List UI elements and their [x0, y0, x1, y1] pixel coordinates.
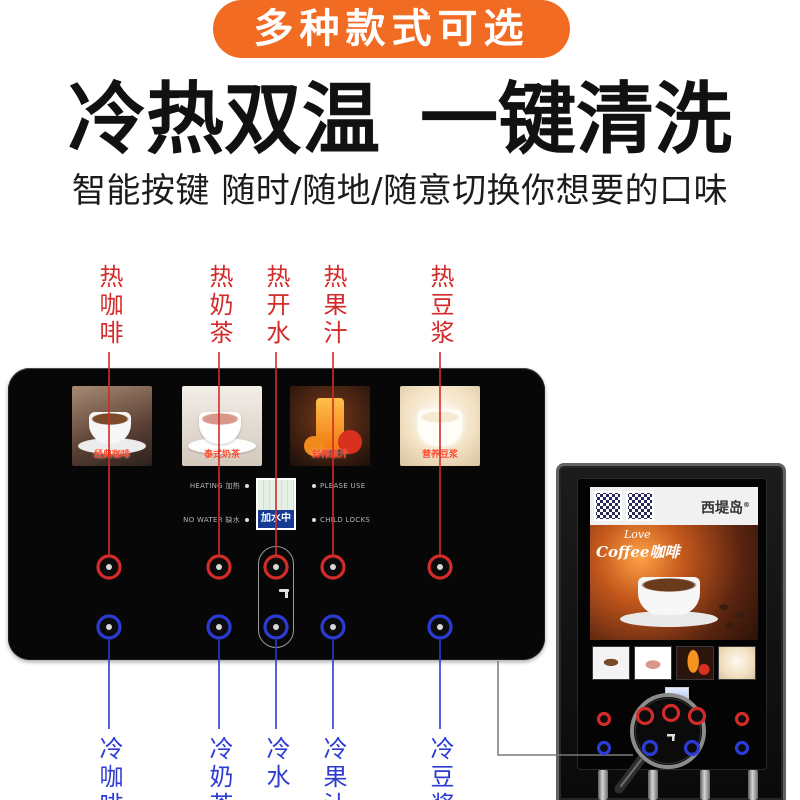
juice-glass-image: 鲜榨果汁	[290, 386, 370, 466]
machine-spout	[598, 770, 608, 800]
no-water-indicator-label: NO WATER 缺水	[183, 516, 240, 524]
please-use-indicator-label: PLEASE USE	[320, 482, 366, 490]
cold-milk-tea-label: 冷奶茶	[205, 736, 233, 800]
qr-code-icon	[594, 491, 622, 521]
faucet-icon	[279, 589, 289, 599]
child-locks-indicator-label: CHILD LOCKS	[320, 516, 371, 524]
machine-thumb-coffee	[592, 646, 630, 680]
child-lock-indicator-light	[312, 518, 316, 522]
registered-mark: ®	[743, 501, 750, 509]
hot-milk-tea-label: 热奶茶	[205, 264, 233, 348]
machine-brand-bar: 西堤岛®	[590, 487, 758, 525]
no-water-indicator-light	[245, 518, 249, 522]
status-display-lcd	[258, 480, 294, 510]
hot-water-label: 热开水	[262, 264, 290, 348]
product-caption: 鲜榨果汁	[311, 450, 348, 460]
headline-left: 冷热双温	[67, 75, 380, 165]
hot-soy-milk-label: 热豆浆	[426, 264, 454, 348]
machine-brand-name: 西堤岛®	[701, 497, 750, 517]
headline-right: 一键清洗	[420, 75, 733, 165]
product-caption: 营养豆浆	[421, 450, 458, 460]
headline: 冷热双温一键清洗	[0, 80, 800, 160]
hot-juice-label: 热果汁	[319, 264, 347, 348]
coffee-machine-photo: 西堤岛® Love Coffee咖啡	[556, 463, 786, 800]
heating-indicator-label: HEATING 加热	[189, 482, 240, 490]
machine-screen: Love Coffee咖啡	[590, 525, 758, 640]
brand-text: 西堤岛	[701, 500, 743, 517]
screen-script-text: Love	[624, 528, 651, 541]
status-display: 加水中	[256, 478, 296, 530]
screen-title-text: Coffee咖啡	[596, 543, 680, 561]
milk-tea-image: 泰式奶茶	[182, 386, 262, 466]
machine-spout	[700, 770, 710, 800]
heating-indicator-light	[245, 484, 249, 488]
cold-juice-label: 冷果汁	[319, 736, 347, 800]
machine-thumb-soy-milk	[718, 646, 756, 680]
product-caption: 泰式奶茶	[203, 450, 240, 460]
machine-thumb-milk-tea	[634, 646, 672, 680]
machine-spout	[648, 770, 658, 800]
cold-water-label: 冷水	[262, 736, 290, 792]
style-options-banner: 多种款式可选	[213, 0, 570, 58]
screen-coffee-beans	[716, 595, 756, 635]
machine-status-display	[665, 687, 689, 705]
soy-milk-image: 营养豆浆	[400, 386, 480, 466]
coffee-cup-image: 经典咖啡	[72, 386, 152, 466]
subheading: 智能按键 随时/随地/随意切换你想要的口味	[71, 171, 729, 211]
qr-code-icon	[626, 491, 654, 521]
machine-spout	[748, 770, 758, 800]
cold-coffee-label: 冷咖啡	[95, 736, 123, 800]
product-caption: 经典咖啡	[93, 450, 130, 460]
machine-thumb-juice	[676, 646, 714, 680]
screen-saucer	[620, 611, 718, 627]
control-panel: 经典咖啡 泰式奶茶 鲜榨果汁 营养豆浆 HEATING 加热 NO WATER …	[8, 368, 545, 660]
hot-coffee-label: 热咖啡	[95, 264, 123, 348]
screen-coffee-cup	[638, 577, 700, 615]
please-use-indicator-light	[312, 484, 316, 488]
status-display-text: 加水中	[258, 510, 294, 528]
cold-soy-milk-label: 冷豆浆	[426, 736, 454, 800]
